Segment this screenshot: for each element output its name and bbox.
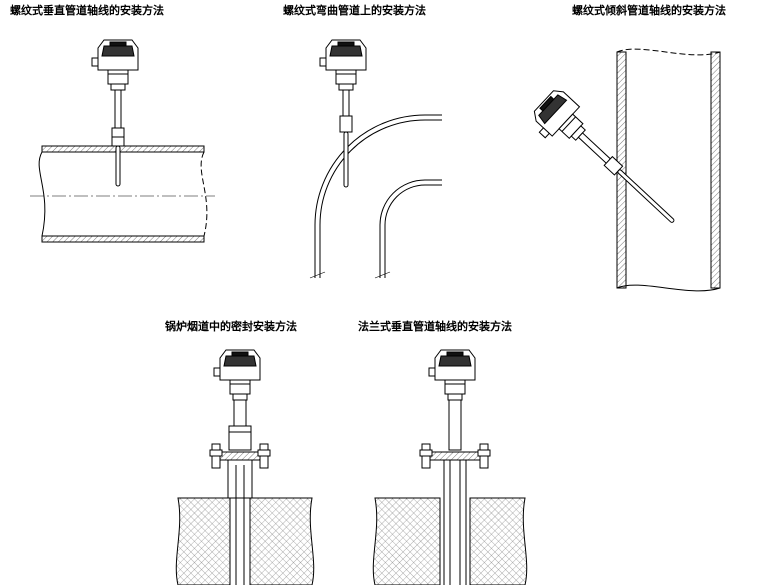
temperature-sensor-2 xyxy=(319,39,367,188)
temperature-sensor-5 xyxy=(419,349,491,469)
pipe-vertical xyxy=(616,48,721,292)
title-flange-vertical: 法兰式垂直管道轴线的安装方法 xyxy=(358,320,512,333)
temperature-sensor-1 xyxy=(91,39,139,187)
title-flue-sealed: 锅炉烟道中的密封安装方法 xyxy=(165,320,297,333)
pipe-elbow xyxy=(309,114,442,279)
flue-wall xyxy=(175,465,315,585)
flue-wall-flange xyxy=(372,460,528,585)
title-threaded-inclined: 螺纹式倾斜管道轴线的安装方法 xyxy=(572,4,726,17)
title-threaded-elbow: 螺纹式弯曲管道上的安装方法 xyxy=(283,4,426,17)
temperature-sensor-4 xyxy=(209,349,271,499)
title-threaded-vertical: 螺纹式垂直管道轴线的安装方法 xyxy=(10,4,164,17)
pipe-horizontal xyxy=(30,145,215,243)
temperature-sensor-3 xyxy=(525,85,675,223)
